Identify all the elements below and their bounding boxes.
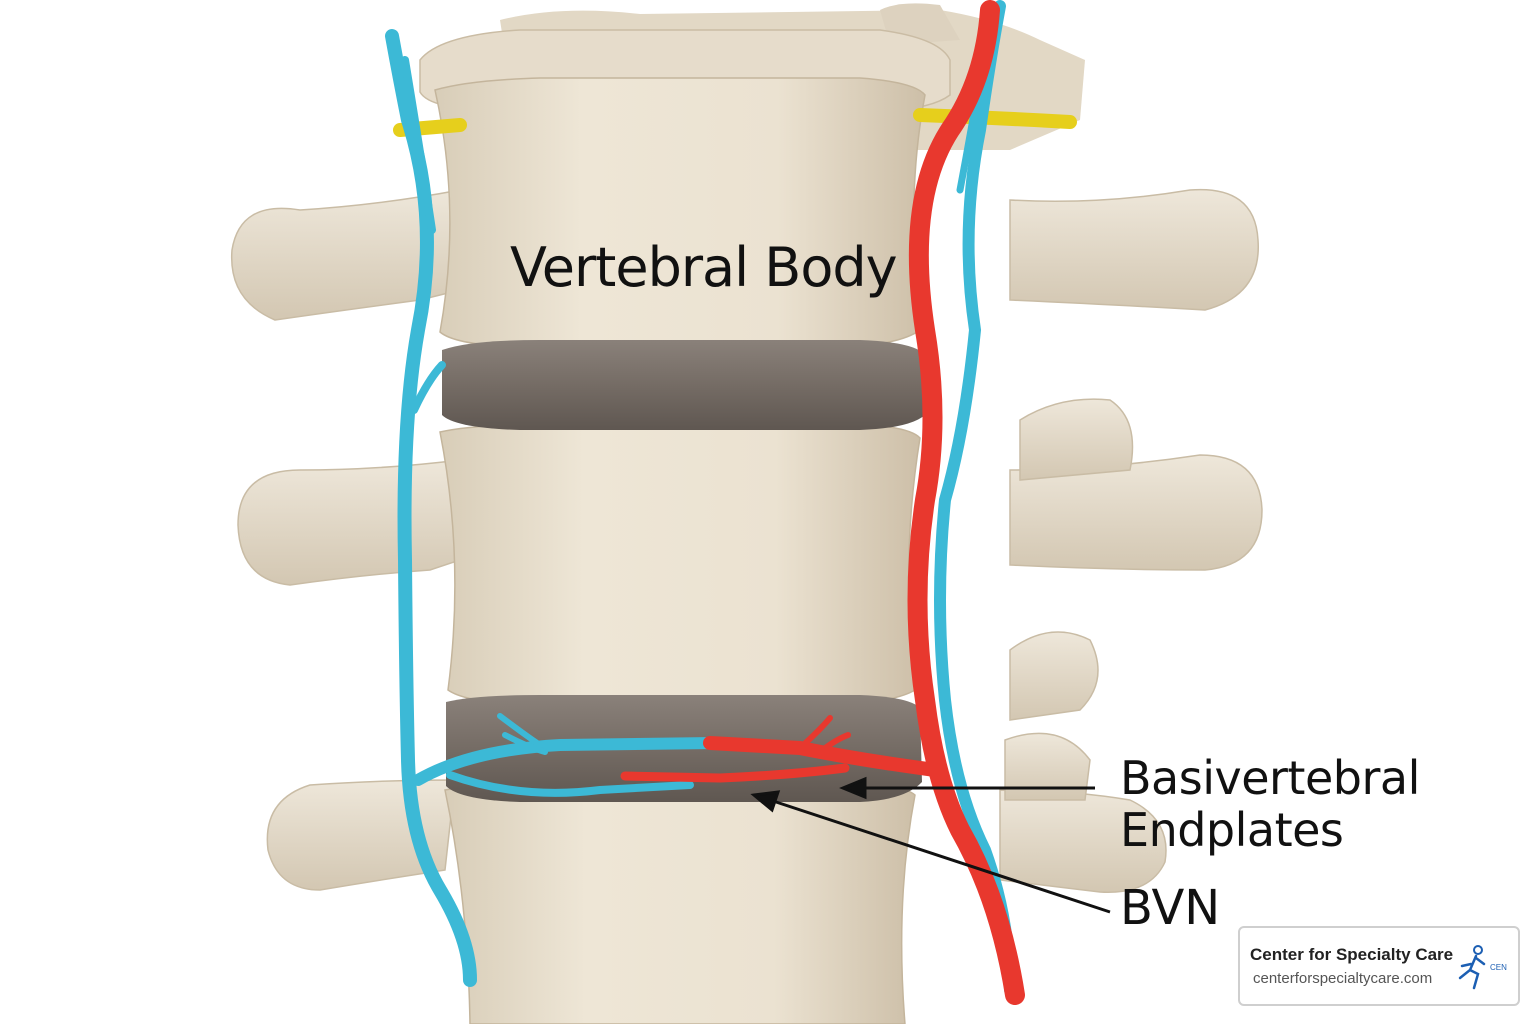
- vertebral-body-label: Vertebral Body: [510, 236, 898, 299]
- basivertebral-label-line2: Endplates: [1120, 803, 1344, 857]
- transverse-process-right-upper: [1009, 188, 1259, 311]
- svg-text:CEN: CEN: [1490, 963, 1507, 972]
- disc-upper: [442, 340, 928, 430]
- brand-url[interactable]: centerforspecialtycare.com: [1253, 970, 1433, 987]
- bvn-label: BVN: [1120, 880, 1221, 936]
- vertebra-upper: [434, 77, 926, 348]
- vertebra-middle: [439, 423, 921, 705]
- vein-basivertebral: [412, 737, 721, 786]
- artery-right-main: [907, 0, 1025, 1005]
- brand-name: Center for Specialty Care: [1250, 945, 1454, 964]
- brand-badge[interactable]: Center for Specialty Care centerforspeci…: [1238, 926, 1520, 1006]
- arteries: [620, 0, 1025, 1005]
- artery-basivertebral: [703, 736, 942, 777]
- basivertebral-endplates-label: Basivertebral Endplates: [1120, 752, 1420, 856]
- veins: [385, 0, 1016, 996]
- vertebra-lower: [444, 782, 916, 1024]
- transverse-process-left-upper: [230, 189, 461, 321]
- arrow-bvn: [769, 798, 1111, 914]
- vertebral-bodies: [419, 29, 951, 1024]
- transverse-process-left-middle: [237, 459, 461, 586]
- annotation-arrows: [750, 776, 1111, 914]
- basivertebral-label-line1: Basivertebral: [1120, 751, 1420, 805]
- runner-logo-icon: CEN: [1458, 945, 1507, 990]
- vein-right-main: [934, 0, 1016, 996]
